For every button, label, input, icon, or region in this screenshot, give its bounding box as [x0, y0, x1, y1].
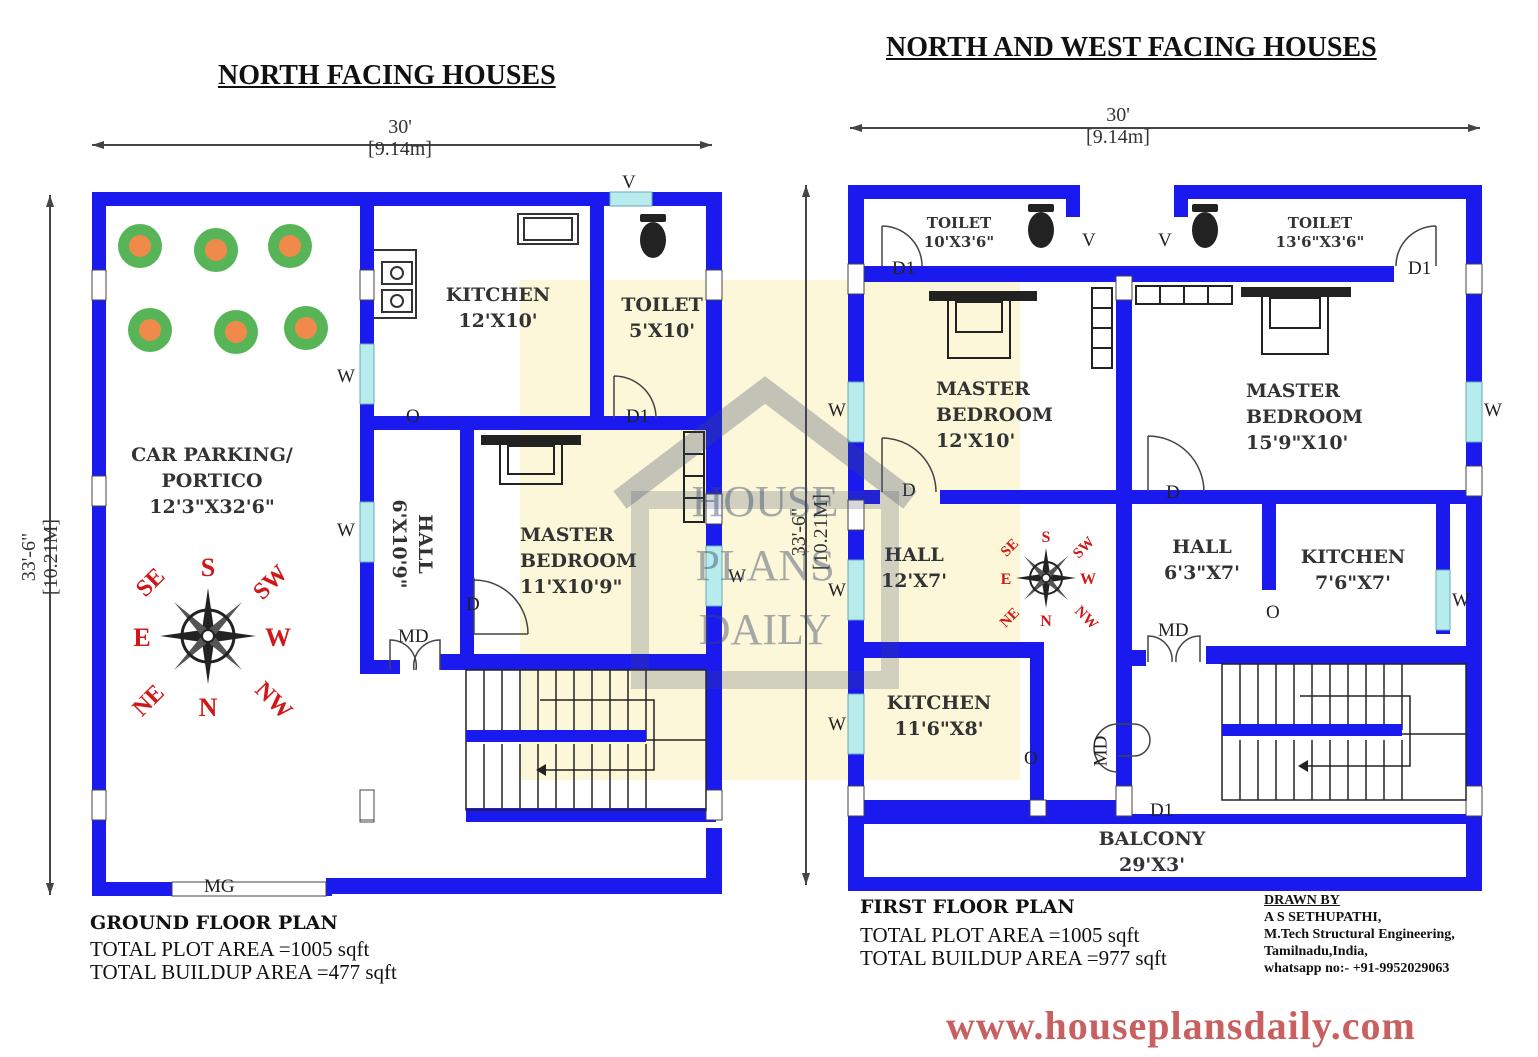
ff-label-d1-balcony: D1 — [1150, 800, 1174, 821]
label-md: MD — [398, 626, 429, 647]
ff-label-w-bed-right: W — [1484, 400, 1502, 421]
label-o: O — [406, 406, 420, 427]
room-toilet: TOILET 5'X10' — [621, 294, 703, 342]
credit-drawn-by: DRAWN BY — [1264, 893, 1340, 908]
first-plot-area: TOTAL PLOT AREA =1005 sqft — [860, 923, 1140, 947]
label-mg: MG — [204, 876, 235, 897]
watermark-line1: HOUSE — [691, 477, 839, 526]
ff-compass-e: E — [1001, 571, 1012, 588]
ff-label-md-right: MD — [1158, 620, 1189, 641]
room-ff-toilet-right: TOILET 13'6"X3'6" — [1275, 214, 1365, 251]
ff-label-d-left: D — [902, 480, 916, 501]
ff-compass-n: N — [1040, 613, 1052, 630]
ff-label-w-kitchen-left: W — [828, 714, 846, 735]
watermark-house-icon — [613, 376, 917, 689]
ff-compass-ne: NE — [997, 605, 1023, 631]
ff-label-w-kitchen-right: W — [1452, 590, 1470, 611]
label-v: V — [622, 172, 636, 193]
ground-plan-title: GROUND FLOOR PLAN — [90, 912, 338, 934]
room-ff-toilet-left: TOILET 10'X3'6" — [923, 214, 995, 251]
compass-w: W — [265, 623, 291, 652]
ff-label-d-right: D — [1166, 482, 1180, 503]
credits-block: DRAWN BY A S SETHUPATHI, M.Tech Structur… — [1264, 892, 1455, 977]
ground-buildup-area: TOTAL BUILDUP AREA =477 sqft — [90, 960, 397, 984]
room-ff-kitchen-left: KITCHEN 11'6"X8' — [886, 692, 992, 740]
watermark-line2: PLANS — [695, 541, 835, 590]
room-ff-hall-left: HALL 12'X7' — [880, 544, 948, 592]
ground-plot-area: TOTAL PLOT AREA =1005 sqft — [90, 937, 370, 961]
ff-label-d1-left: D1 — [892, 258, 916, 279]
ff-label-md-left: MD — [1090, 735, 1112, 767]
ff-compass-s: S — [1042, 529, 1051, 546]
label-w3: W — [728, 566, 746, 587]
left-width-m: [9.14m] — [368, 138, 432, 160]
label-d: D — [466, 594, 480, 615]
room-ff-hall-right: HALL 6'3"X7' — [1164, 536, 1240, 584]
ff-compass-sw: SW — [1070, 534, 1098, 562]
website-url[interactable]: www.houseplansdaily.com — [946, 1003, 1416, 1048]
credit-qualification: M.Tech Structural Engineering, — [1264, 927, 1455, 942]
room-ff-master-bedroom-left: MASTER BEDROOM 12'X10' — [936, 378, 1053, 452]
left-title: NORTH FACING HOUSES — [218, 60, 556, 91]
right-width-ft: 30' — [1106, 104, 1130, 126]
room-master-bedroom: MASTER BEDROOM 11'X10'9" — [520, 524, 637, 598]
ff-label-w-hall: W — [828, 580, 846, 601]
compass-s: S — [201, 553, 215, 582]
first-compass-icon: S N E W SE SW NE NW — [997, 529, 1101, 633]
ground-compass-icon: S N E W SE SW NE NW — [128, 553, 297, 725]
label-w2: W — [337, 520, 355, 541]
ff-label-o-right: O — [1266, 602, 1280, 623]
first-buildup-area: TOTAL BUILDUP AREA =977 sqft — [860, 946, 1167, 970]
first-floor-plan — [847, 185, 1483, 891]
compass-e: E — [133, 623, 150, 652]
room-ff-master-bedroom-right: MASTER BEDROOM 15'9"X10' — [1246, 380, 1363, 454]
compass-n: N — [199, 693, 218, 722]
left-width-dimension: 30' [9.14m] — [350, 116, 450, 160]
ff-label-o-left: O — [1024, 748, 1038, 769]
ff-compass-se: SE — [998, 536, 1022, 560]
room-car-parking: CAR PARKING/ PORTICO 12'3"X32'6" — [131, 444, 293, 518]
credit-name: A S SETHUPATHI, — [1264, 910, 1382, 925]
ff-label-v-right: V — [1158, 230, 1172, 251]
left-width-ft: 30' — [388, 116, 412, 138]
ff-label-v-left: V — [1082, 230, 1096, 251]
label-w1: W — [337, 366, 355, 387]
watermark-logo: HOUSE PLANS DAILY — [650, 470, 880, 662]
credit-location: Tamilnadu,India, — [1264, 944, 1368, 959]
right-title: NORTH AND WEST FACING HOUSES — [886, 32, 1377, 63]
first-plan-title: FIRST FLOOR PLAN — [860, 896, 1075, 918]
right-width-m: [9.14m] — [1086, 126, 1150, 148]
credit-contact: whatsapp no:- +91-9952029063 — [1264, 961, 1450, 976]
garden-plants-icon — [118, 224, 328, 354]
ff-compass-w: W — [1080, 571, 1096, 588]
label-d1: D1 — [626, 406, 650, 427]
ff-label-d1-right: D1 — [1408, 258, 1432, 279]
room-ff-balcony: BALCONY 29'X3' — [1098, 828, 1206, 876]
room-kitchen: KITCHEN 12'X10' — [445, 284, 551, 332]
right-width-dimension: 30' [9.14m] — [1068, 104, 1168, 148]
ff-compass-nw: NW — [1071, 603, 1101, 633]
ff-label-w-bed-left: W — [828, 400, 846, 421]
ground-floor-plan — [91, 191, 723, 897]
watermark-line3: DAILY — [698, 605, 832, 654]
room-ff-kitchen-right: KITCHEN 7'6"X7' — [1300, 546, 1406, 594]
